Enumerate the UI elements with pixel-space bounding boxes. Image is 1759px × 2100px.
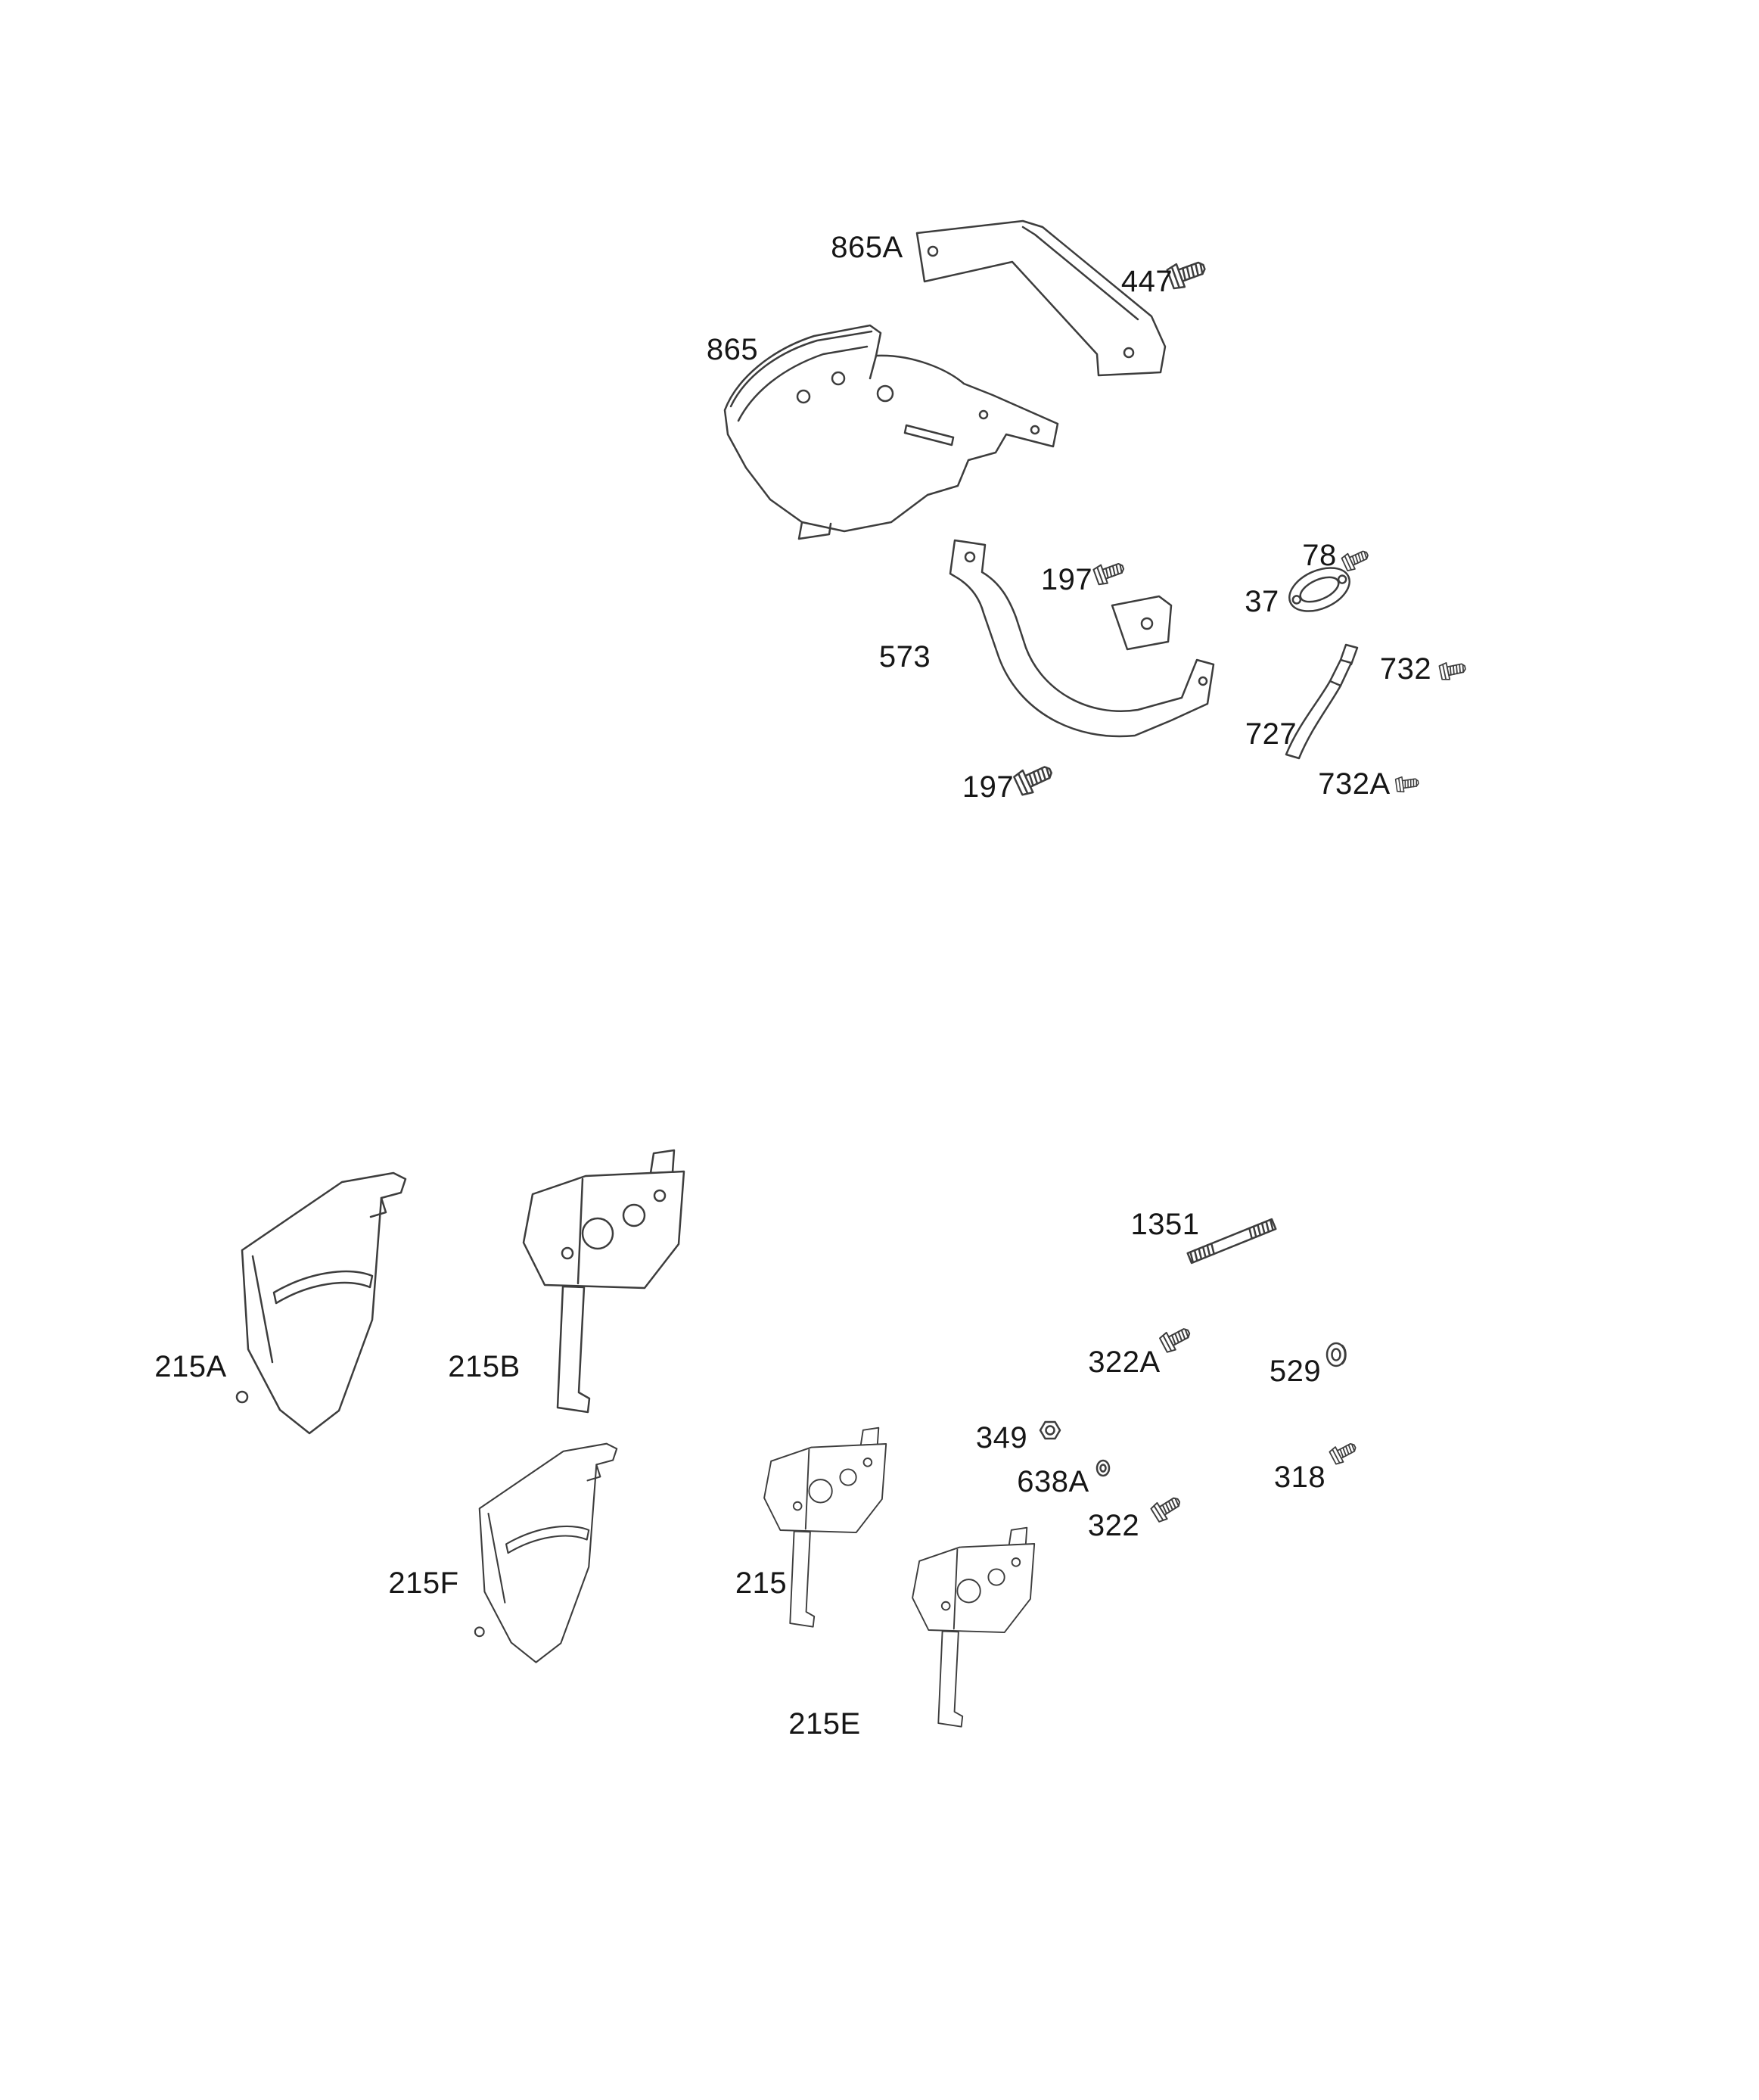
part-label-78: 78 <box>1302 539 1337 572</box>
part-529-grommet-drawing <box>1325 1342 1347 1367</box>
part-label-732A: 732A <box>1318 767 1391 801</box>
part-label-865A: 865A <box>831 231 903 264</box>
part-label-215A: 215A <box>154 1350 227 1383</box>
part-label-322: 322 <box>1087 1509 1140 1542</box>
part-638a-washer-drawing <box>1095 1459 1111 1477</box>
part-727-bracket-drawing <box>1285 643 1359 760</box>
part-label-1351: 1351 <box>1130 1208 1200 1241</box>
part-label-573: 573 <box>878 640 931 674</box>
part-label-638A: 638A <box>1017 1465 1089 1498</box>
part-label-197-lower: 197 <box>962 770 1015 804</box>
part-37-gasket-drawing <box>1288 567 1350 612</box>
part-label-732: 732 <box>1379 652 1432 686</box>
part-label-865: 865 <box>706 333 759 366</box>
part-label-37: 37 <box>1245 585 1279 618</box>
part-865-housing-drawing <box>723 324 1059 540</box>
part-label-447: 447 <box>1120 265 1173 298</box>
part-label-322A: 322A <box>1088 1346 1161 1379</box>
part-349-nut-drawing <box>1039 1420 1061 1440</box>
part-label-215F: 215F <box>388 1566 459 1600</box>
part-label-727: 727 <box>1245 717 1297 751</box>
part-573-housing-drawing <box>949 539 1215 738</box>
part-label-318: 318 <box>1273 1461 1326 1494</box>
part-label-349: 349 <box>975 1421 1028 1454</box>
part-label-215E: 215E <box>788 1707 861 1741</box>
part-label-197-upper: 197 <box>1040 563 1093 596</box>
part-label-215: 215 <box>735 1566 788 1600</box>
part-label-529: 529 <box>1269 1355 1322 1388</box>
part-label-215B: 215B <box>448 1350 521 1383</box>
part-865a-bracket-drawing <box>915 219 1167 377</box>
part-1351-stud-drawing <box>1186 1218 1277 1265</box>
